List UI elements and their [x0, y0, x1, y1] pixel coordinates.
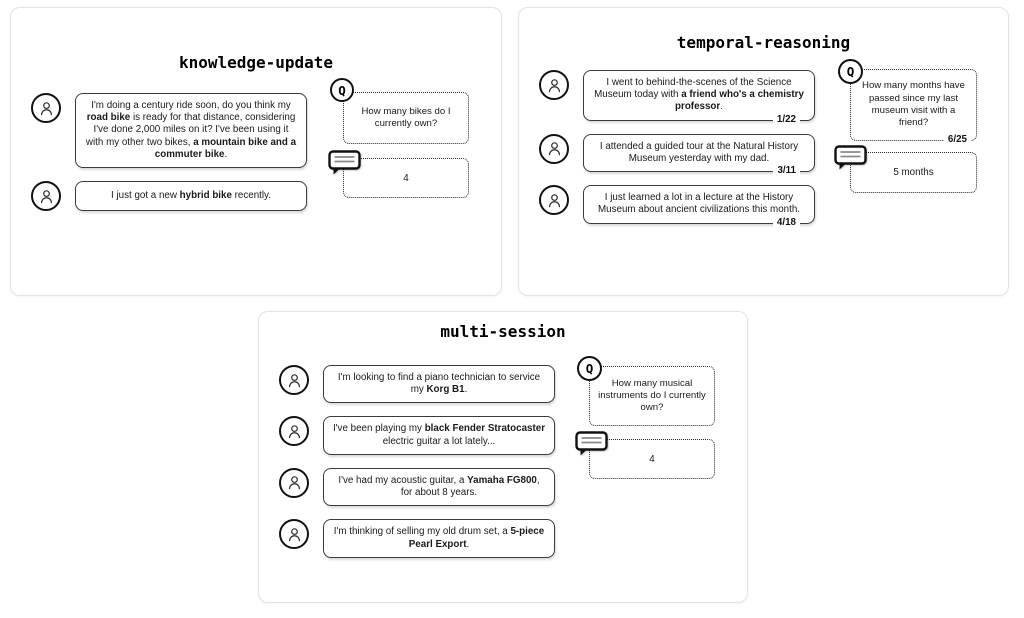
speech-bubble-icon	[328, 150, 362, 177]
answer-text: 4	[403, 172, 409, 184]
answer-text: 5 months	[893, 167, 934, 178]
message-list: I'm looking to find a piano technician t…	[279, 365, 579, 558]
message-date-label: 3/11	[773, 166, 800, 178]
message-date-label: 4/18	[772, 217, 800, 229]
user-message-bubble: I'm thinking of selling my old drum set,…	[323, 519, 555, 558]
user-message-text: I've had my acoustic guitar, a Yamaha FG…	[338, 474, 540, 499]
user-message-bubble: I just got a new hybrid bike recently.	[75, 181, 307, 212]
user-avatar-icon	[31, 181, 61, 212]
user-message-bubble: I'm doing a century ride soon, do you th…	[75, 93, 307, 169]
user-message-text: I just learned a lot in a lecture at the…	[597, 192, 801, 216]
user-message-text: I attended a guided tour at the Natural …	[599, 140, 799, 164]
question-text: How many bikes do I currently own?	[361, 105, 451, 129]
user-message-bubble: I went to behind-the-scenes of the Scien…	[583, 70, 815, 126]
question-icon: Q	[330, 78, 354, 102]
message-date-label: 1/22	[772, 114, 800, 126]
question-box: How many months have passed since my las…	[850, 69, 977, 146]
user-avatar-icon	[31, 93, 61, 123]
user-message-row: I just got a new hybrid bike recently.	[31, 181, 331, 212]
user-message-bubble: I just learned a lot in a lecture at the…	[583, 185, 815, 229]
panel-title: knowledge-update	[178, 53, 334, 72]
user-avatar-icon	[279, 519, 309, 550]
question-text: How many musical instruments do I curren…	[598, 377, 706, 414]
user-avatar-icon	[539, 185, 569, 216]
panel-temporal-reasoning: temporal-reasoning I went to behind-the-…	[518, 7, 1009, 296]
user-message-text: I went to behind-the-scenes of the Scien…	[594, 77, 804, 113]
answer-text: 4	[649, 453, 655, 465]
answer-box: 5 months	[850, 152, 977, 193]
user-message-bubble: I've been playing my black Fender Strato…	[323, 416, 555, 455]
question-box: How many musical instruments do I curren…	[589, 366, 715, 426]
user-message-row: I've been playing my black Fender Strato…	[279, 416, 579, 455]
user-message-bubble: I attended a guided tour at the Natural …	[583, 133, 815, 178]
question-icon-glyph: Q	[585, 361, 594, 376]
panel-knowledge-update: knowledge-update I'm doing a century rid…	[10, 7, 502, 296]
panel-title: temporal-reasoning	[676, 33, 851, 52]
question-icon-glyph: Q	[338, 82, 346, 98]
user-message-text: I just got a new hybrid bike recently.	[111, 190, 271, 202]
user-message-text: I'm doing a century ride soon, do you th…	[85, 100, 297, 160]
user-message-row: I just learned a lot in a lecture at the…	[539, 185, 839, 229]
message-list: I'm doing a century ride soon, do you th…	[31, 93, 331, 212]
user-message-text: I'm thinking of selling my old drum set,…	[333, 526, 545, 550]
question-icon: Q	[838, 59, 863, 84]
question-icon-glyph: Q	[846, 64, 855, 79]
user-message-row: I've had my acoustic guitar, a Yamaha FG…	[279, 467, 579, 507]
user-message-row: I'm doing a century ride soon, do you th…	[31, 93, 331, 169]
question-box: How many bikes do I currently own?	[343, 92, 469, 144]
answer-box: 4	[589, 439, 715, 479]
user-message-row: I'm looking to find a piano technician t…	[279, 365, 579, 404]
user-message-row: I attended a guided tour at the Natural …	[539, 133, 839, 178]
question-date-label: 6/25	[943, 134, 971, 146]
user-avatar-icon	[539, 133, 569, 164]
user-message-row: I'm thinking of selling my old drum set,…	[279, 519, 579, 558]
answer-box: 4	[343, 158, 469, 198]
user-avatar-icon	[279, 416, 309, 447]
panel-title: multi-session	[440, 322, 566, 341]
question-text: How many months have passed since my las…	[862, 80, 965, 129]
panel-multi-session: multi-session I'm looking to find a pian…	[258, 311, 748, 603]
message-list: I went to behind-the-scenes of the Scien…	[539, 70, 839, 229]
question-icon: Q	[577, 356, 602, 381]
user-message-text: I'm looking to find a piano technician t…	[337, 372, 541, 396]
user-avatar-icon	[539, 70, 569, 100]
user-message-text: I've been playing my black Fender Strato…	[332, 423, 546, 447]
speech-bubble-icon	[834, 145, 868, 172]
user-message-bubble: I've had my acoustic guitar, a Yamaha FG…	[323, 467, 555, 507]
user-avatar-icon	[279, 365, 309, 395]
user-avatar-icon	[279, 467, 309, 498]
user-message-row: I went to behind-the-scenes of the Scien…	[539, 70, 839, 126]
speech-bubble-icon	[575, 431, 609, 458]
user-message-bubble: I'm looking to find a piano technician t…	[323, 365, 555, 404]
